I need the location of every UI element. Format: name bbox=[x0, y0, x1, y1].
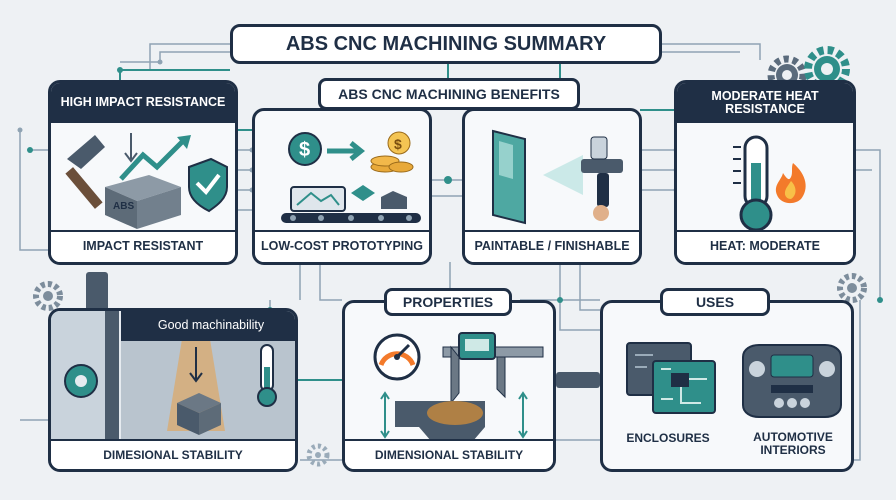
circuit-board-icon bbox=[626, 342, 716, 414]
properties-illustration bbox=[373, 332, 544, 441]
panel-impact-header: HIGH IMPACT RESISTANCE bbox=[51, 83, 235, 123]
thermometer-icon bbox=[733, 135, 773, 232]
panel-heat: MODERATE HEAT RESISTANCE HEAT: MODERATE bbox=[674, 80, 856, 265]
heat-illustration bbox=[733, 135, 806, 232]
uses-caption-enclosures: ENCLOSURES bbox=[626, 431, 710, 445]
panel-cost-caption: LOW-COST PROTOTYPING bbox=[255, 230, 429, 262]
page-title: ABS CNC MACHINING SUMMARY bbox=[230, 24, 662, 64]
abs-block-icon: ABS bbox=[105, 175, 181, 229]
thermometer-icon bbox=[257, 344, 277, 407]
uses-header: USES bbox=[660, 288, 770, 316]
gear-icon bbox=[33, 281, 63, 311]
hammer-icon bbox=[65, 135, 105, 209]
panel-machinability-header: Good machinability bbox=[121, 311, 295, 341]
spray-gun-icon bbox=[581, 136, 623, 221]
gear-icon bbox=[306, 443, 330, 467]
panel-paint: PAINTABLE / FINISHABLE bbox=[462, 108, 642, 265]
abs-block-label: ABS bbox=[113, 201, 134, 212]
svg-text:$: $ bbox=[394, 136, 402, 152]
gear-icon bbox=[837, 273, 867, 303]
gear-icon bbox=[804, 46, 850, 92]
dollar-icon: $ bbox=[288, 132, 322, 166]
benefits-header: ABS CNC MACHINING BENEFITS bbox=[318, 78, 580, 110]
panel-paint-caption: PAINTABLE / FINISHABLE bbox=[465, 230, 639, 262]
panel-properties: DIMENSIONAL STABILITY bbox=[342, 300, 556, 472]
page-title-text: ABS CNC MACHINING SUMMARY bbox=[285, 32, 607, 55]
caliper-icon bbox=[442, 332, 544, 405]
panel-impact-caption: IMPACT RESISTANT bbox=[51, 230, 235, 262]
svg-text:$: $ bbox=[299, 139, 310, 161]
panel-uses: ENCLOSURES AUTOMOTIVE INTERIORS bbox=[600, 300, 854, 472]
dashboard-icon bbox=[742, 344, 842, 418]
paint-illustration bbox=[492, 129, 623, 225]
panel-cost: $ $ LOW-COST PROTOTYPING bbox=[252, 108, 432, 265]
panel-heat-caption: HEAT: MODERATE bbox=[677, 230, 853, 262]
properties-header: PROPERTIES bbox=[384, 288, 512, 316]
panel-impact: HIGH IMPACT RESISTANCE ABS IMPACT RESIST bbox=[48, 80, 238, 265]
flame-icon bbox=[775, 163, 806, 204]
gauge-icon bbox=[373, 333, 421, 381]
conveyor-icon bbox=[281, 185, 421, 223]
impact-illustration: ABS bbox=[65, 133, 228, 229]
uses-caption-automotive: AUTOMOTIVE INTERIORS bbox=[753, 430, 833, 457]
lamp-illustration bbox=[167, 321, 277, 435]
panel-machinability: Good machinability DIMESIONAL STABILITY bbox=[48, 308, 298, 472]
shield-check-icon bbox=[188, 157, 228, 213]
coin-stack-icon: $ bbox=[370, 131, 414, 173]
panel-heat-header: MODERATE HEAT RESISTANCE bbox=[677, 83, 853, 123]
panel-machinability-caption: DIMESIONAL STABILITY bbox=[51, 439, 295, 469]
cost-illustration: $ $ bbox=[281, 131, 421, 223]
panel-properties-caption: DIMENSIONAL STABILITY bbox=[345, 439, 553, 469]
